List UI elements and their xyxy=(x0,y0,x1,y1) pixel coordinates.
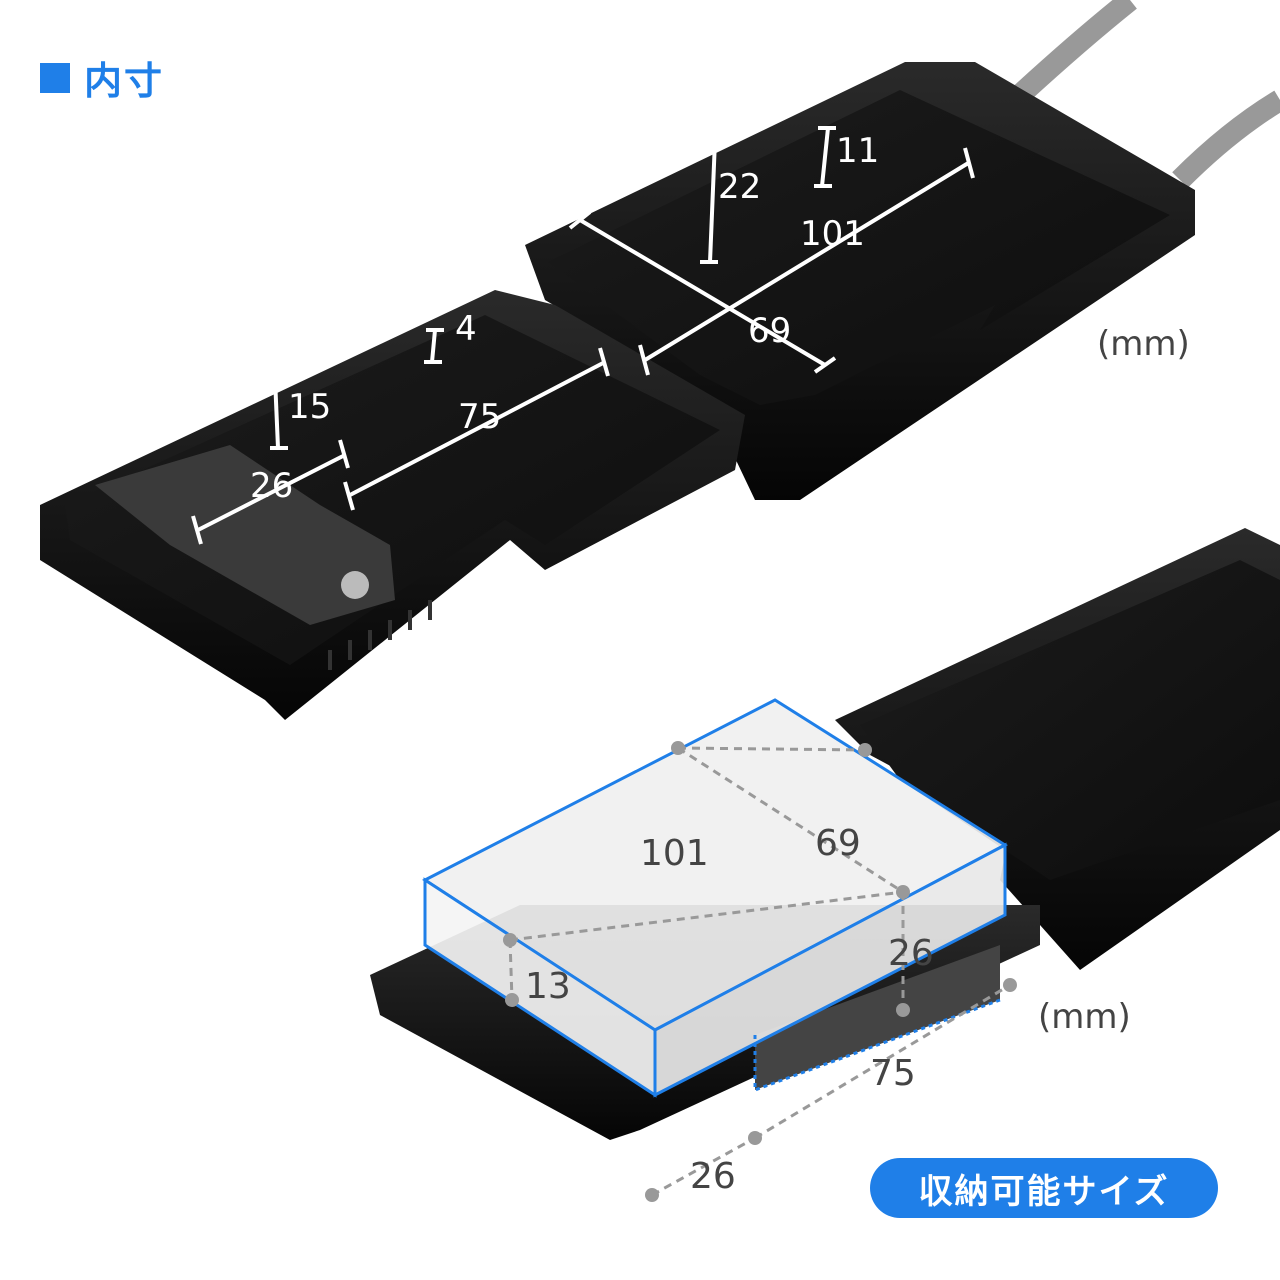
storage-size-badge: 収納可能サイズ xyxy=(870,1158,1218,1218)
dim-top-depth-right: 22 xyxy=(718,167,761,207)
dim-top-length-left: 75 xyxy=(458,397,501,437)
dim-box-length: 101 xyxy=(640,833,709,874)
dim-slot-width: 26 xyxy=(690,1156,736,1197)
heading-text: 内寸 xyxy=(84,59,165,103)
dim-top-width-left: 26 xyxy=(250,466,293,506)
dim-box-height-right: 26 xyxy=(888,933,934,974)
dim-top-length-right: 101 xyxy=(800,214,865,254)
dim-box-width: 69 xyxy=(815,823,861,864)
slot-outline xyxy=(753,998,1001,1093)
storage-size-box xyxy=(422,698,1008,1098)
latch-plate xyxy=(95,445,395,625)
top-dimension-lines xyxy=(191,126,975,545)
side-vents xyxy=(328,600,432,670)
dim-slot-length: 75 xyxy=(870,1053,916,1094)
cable-lower xyxy=(1172,90,1280,188)
dim-top-depth-left-small: 4 xyxy=(455,309,477,349)
dim-box-height-left: 13 xyxy=(525,966,571,1007)
bottom-case-right-interior xyxy=(860,560,1280,880)
heading-square-icon xyxy=(40,62,70,93)
dim-top-depth-right-small: 11 xyxy=(836,131,879,171)
bottom-unit-label: (mm) xyxy=(1038,997,1131,1037)
cable-upper xyxy=(1012,0,1137,104)
dim-top-depth-left: 15 xyxy=(288,387,331,427)
bottom-dimension-lines xyxy=(508,746,1011,1197)
dimension-dots xyxy=(503,741,1017,1202)
dim-top-width-right: 69 xyxy=(748,311,791,351)
latch-screw xyxy=(341,571,369,599)
top-unit-label: (mm) xyxy=(1097,324,1190,364)
section-heading: 内寸 xyxy=(40,50,164,105)
bottom-slot-fill xyxy=(755,945,1000,1090)
